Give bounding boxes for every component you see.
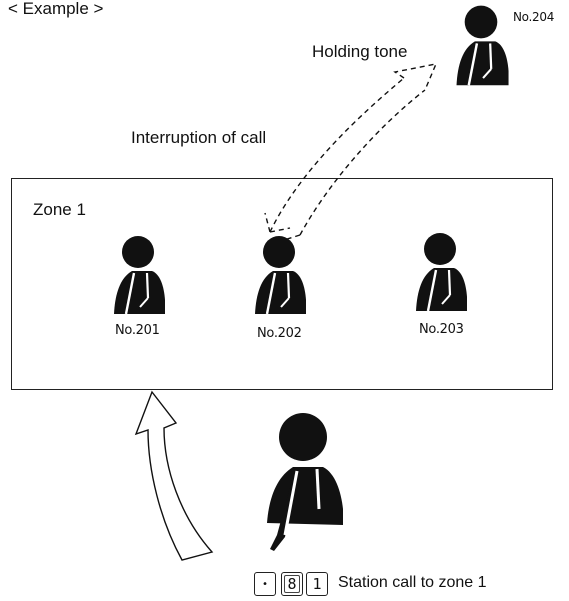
station-number-202: No.202	[257, 326, 302, 341]
zone-name: Zone 1	[33, 200, 86, 219]
station-201-person-icon	[112, 234, 167, 316]
station-call-label: Station call to zone 1	[338, 574, 487, 591]
key-8: 8	[281, 572, 303, 596]
station-number-201: No.201	[115, 323, 160, 338]
key-8-label: 8	[284, 575, 300, 593]
station-number-204: No.204	[513, 10, 555, 24]
example-header: < Example >	[8, 0, 104, 18]
key-dot: •	[254, 572, 276, 596]
station-204-person-icon	[455, 4, 510, 87]
interruption-label: Interruption of call	[131, 128, 267, 147]
holding-tone-label: Holding tone	[312, 42, 408, 61]
calling-person-icon	[265, 411, 345, 553]
zone-box	[11, 178, 553, 390]
key-1-label: 1	[312, 575, 322, 593]
key-1: 1	[306, 572, 328, 596]
station-203-person-icon	[414, 231, 469, 313]
station-202-person-icon	[253, 234, 308, 316]
interruption-arrow	[264, 63, 438, 241]
station-number-203: No.203	[419, 322, 464, 337]
key-dot-label: •	[261, 578, 269, 590]
station-call-arrow	[134, 390, 214, 561]
